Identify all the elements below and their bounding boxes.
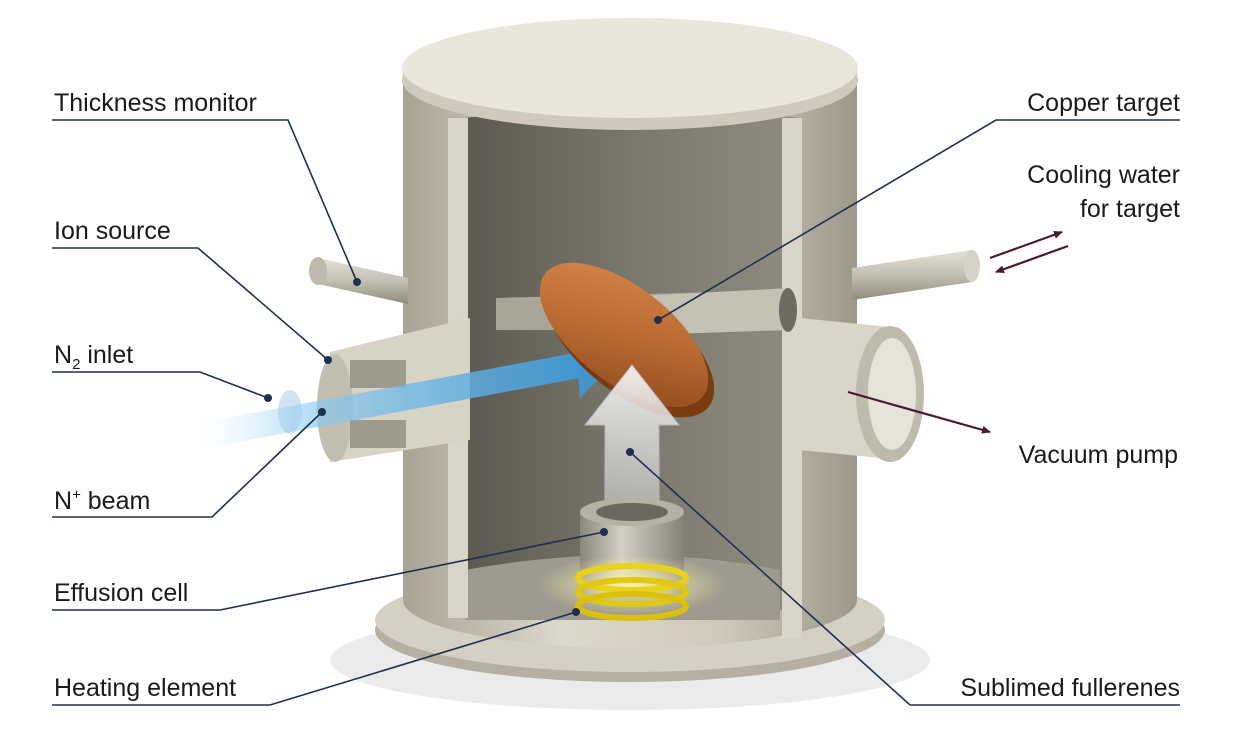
heating-element-coils [537, 555, 727, 621]
n2-inlet-suffix: inlet [80, 341, 134, 369]
copper-target [539, 262, 715, 418]
cooling-out-arrow [989, 230, 1063, 260]
label-vacuum-pump: Vacuum pump [1018, 441, 1178, 469]
cooling-tube [852, 250, 980, 300]
n-beam-prefix: N [54, 487, 73, 515]
leader-thickness-monitor [52, 119, 358, 283]
ion-beam [205, 352, 580, 448]
leader-lines [52, 119, 1180, 706]
thickness-monitor-tube [309, 257, 408, 304]
leader-n-beam [52, 411, 323, 518]
right-wall-cut [782, 118, 802, 638]
vacuum-pump-arrow [847, 390, 991, 434]
label-sublimed-fullerenes: Sublimed fullerenes [960, 674, 1180, 702]
leader-heating-element [52, 611, 577, 706]
leader-copper-target [657, 119, 1180, 321]
label-n-beam: N+ beam [54, 486, 150, 516]
leader-ion-source [52, 247, 329, 361]
label-n2-inlet: N2 inlet [54, 340, 134, 373]
label-thickness-monitor: Thickness monitor [54, 89, 257, 117]
label-copper-target: Copper target [1027, 89, 1180, 117]
vacuum-pump-port [800, 318, 924, 462]
label-cooling-water-line1: Cooling water [1027, 161, 1180, 189]
label-effusion-cell: Effusion cell [54, 579, 189, 607]
n2-inlet-subscript: 2 [72, 356, 81, 373]
n-beam-suffix: beam [80, 487, 151, 515]
n-beam-superscript: + [72, 486, 81, 504]
flow-arrows [847, 230, 1069, 434]
label-cooling-water-line2: for target [1079, 195, 1180, 223]
leader-effusion-cell [52, 531, 605, 611]
label-heating-element: Heating element [54, 674, 237, 702]
cooling-in-arrow [995, 244, 1069, 274]
leader-sublimed-fullerenes [629, 451, 1180, 706]
leader-n2-inlet [52, 371, 269, 399]
label-ion-source: Ion source [54, 217, 171, 245]
leader-dots [264, 278, 662, 616]
n2-inlet-prefix: N [54, 341, 73, 369]
chamber-lid [402, 18, 858, 118]
